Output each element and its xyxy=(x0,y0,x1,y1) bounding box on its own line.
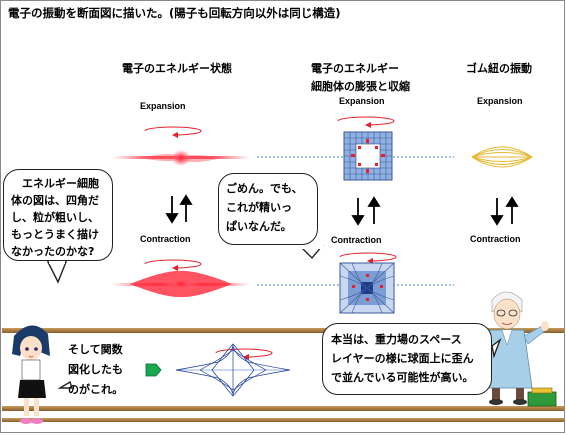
label-contraction-middle: Contraction xyxy=(331,235,382,245)
rotation-arrow-contraction-middle xyxy=(339,252,397,264)
bubble-tail-bottom-right xyxy=(491,338,502,359)
toolbox-icon xyxy=(527,387,557,407)
bubble-tail-left xyxy=(46,261,68,284)
wood-strip-bottom xyxy=(2,418,564,422)
column-header-cell-line2: 細胞体の膨張と収縮 xyxy=(311,80,410,93)
bubble-bottom-left-line-1: そして関数 xyxy=(68,343,123,356)
bubble-middle-line-3: ぱいなんだ。 xyxy=(226,220,292,233)
updown-arrows-left xyxy=(165,194,193,224)
speech-bubble-apology: ごめん。でも、 これが精いっ ぱいなんだ。 xyxy=(218,173,318,245)
green-arrow-icon xyxy=(145,363,162,377)
column-header-rubber: ゴム紐の振動 xyxy=(466,62,532,75)
label-contraction-left: Contraction xyxy=(140,234,191,244)
label-expansion-right: Expansion xyxy=(477,96,523,106)
energy-contraction-shape xyxy=(112,270,250,298)
column-header-energy-state: 電子のエネルギー状態 xyxy=(122,62,232,75)
speech-bubble-professor: 本当は、重力場のスペース レイヤーの様に球面上に歪ん で並んでいる可能性が高い。 xyxy=(322,323,492,395)
energy-expansion-shape xyxy=(112,150,250,166)
bubble-middle-line-2: これが精いっ xyxy=(226,201,292,214)
speech-bubble-girl-question: エネルギー細胞 体の図は、四角だ し、粒が粗いし、 もっとうまく描け なかったの… xyxy=(3,169,113,261)
wood-strip-top xyxy=(2,328,564,333)
bubble-left-line-1: エネルギー細胞 xyxy=(22,177,99,190)
bubble-bottom-left-line-3: のがこれ。 xyxy=(68,383,124,396)
column-header-cell-line1: 電子のエネルギー xyxy=(311,62,399,75)
bubble-left-line-4: もっとうまく描け xyxy=(11,228,99,241)
bubble-middle-line-1: ごめん。でも、 xyxy=(226,182,303,195)
bubble-right-line-2: レイヤーの様に球面上に歪ん xyxy=(331,352,474,365)
page-title: 電子の振動を断面図に描いた。(陽子も回転方向以外は同じ構造) xyxy=(8,6,341,20)
cell-expansion-grid xyxy=(343,131,393,181)
label-expansion-left: Expansion xyxy=(140,101,186,111)
bubble-tail-bottom-left xyxy=(57,380,73,389)
rotation-arrow-top-middle xyxy=(337,116,395,128)
updown-arrows-right xyxy=(490,196,519,226)
bubble-bottom-left-line-2: 図化したも xyxy=(68,363,123,376)
label-expansion-middle: Expansion xyxy=(339,96,385,106)
wood-strip-middle xyxy=(2,406,564,411)
bubble-left-line-3: し、粒が粗いし、 xyxy=(11,211,99,224)
label-contraction-right: Contraction xyxy=(470,234,521,244)
bubble-left-line-2: 体の図は、四角だ xyxy=(11,194,99,207)
updown-arrows-middle xyxy=(351,196,381,226)
bubble-left-line-5: なかったのかな? xyxy=(11,245,95,258)
rotation-arrow-contraction-left xyxy=(144,259,202,271)
function-graph xyxy=(175,343,291,397)
rotation-arrow-bottom-function xyxy=(215,348,273,360)
bubble-right-line-1: 本当は、重力場のスペース xyxy=(331,333,462,346)
girl-character-icon xyxy=(12,325,50,424)
rotation-arrow-top-left xyxy=(144,126,202,138)
bubble-right-line-3: で並んでいる可能性が高い。 xyxy=(331,371,474,384)
cell-contraction-grid xyxy=(339,262,395,314)
text-function-graph-note: そして関数 図化したも のがこれ。 xyxy=(62,334,148,404)
rubber-band-shape xyxy=(471,146,533,168)
